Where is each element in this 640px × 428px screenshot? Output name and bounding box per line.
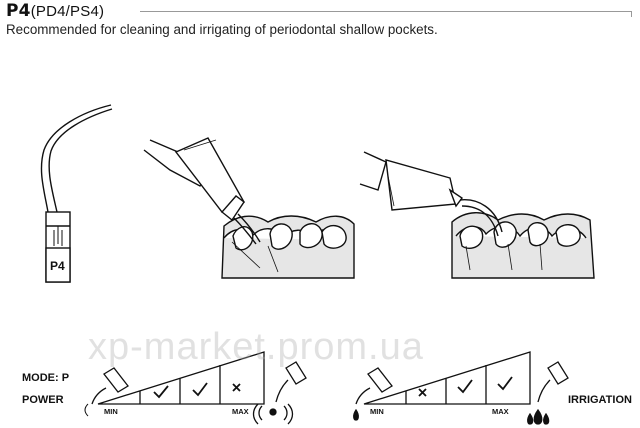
water-drops-large-icon <box>527 408 550 425</box>
vibration-waves-icon <box>252 403 294 425</box>
irrigation-label: IRRIGATION <box>568 394 632 406</box>
power-handpiece-min-icon <box>91 367 129 405</box>
power-label: POWER <box>22 394 64 406</box>
model-title: P4(PD4/PS4) <box>6 1 104 21</box>
water-drop-small-icon <box>353 408 359 421</box>
irrigation-check-2-icon <box>497 376 513 391</box>
irrigation-cross-icon <box>418 388 427 397</box>
scaling-illustration <box>143 137 355 279</box>
model-variants: (PD4/PS4) <box>30 3 105 20</box>
irrigation-handpiece-min-icon <box>355 367 393 405</box>
irrigation-setting-diagram <box>353 351 569 425</box>
power-max-label: MAX <box>232 407 249 416</box>
power-check-1-icon <box>153 385 169 399</box>
power-min-label: MIN <box>104 407 118 416</box>
power-wedge <box>97 351 265 405</box>
model-name: P4 <box>6 1 31 21</box>
irrigation-max-label: MAX <box>492 407 509 416</box>
mode-label: MODE: P <box>22 372 70 384</box>
header-rule <box>140 11 631 12</box>
header: P4(PD4/PS4) Recommended for cleaning and… <box>6 0 634 40</box>
irrigation-min-label: MIN <box>370 407 384 416</box>
power-handpiece-max-icon <box>275 361 307 403</box>
irrigation-handpiece-max-icon <box>537 361 569 403</box>
power-setting-diagram <box>84 351 307 425</box>
header-rule-tick <box>631 11 632 17</box>
irrigation-wedge <box>363 351 531 405</box>
scaler-tip-illustration <box>40 104 113 283</box>
power-cross-icon <box>232 383 241 392</box>
irrigation-check-1-icon <box>457 379 473 394</box>
irrigation-illustration <box>359 151 595 279</box>
watermark: xp-market.prom.ua <box>88 326 424 368</box>
description: Recommended for cleaning and irrigating … <box>6 22 438 37</box>
tip-label: P4 <box>50 259 65 273</box>
power-check-2-icon <box>192 382 208 397</box>
